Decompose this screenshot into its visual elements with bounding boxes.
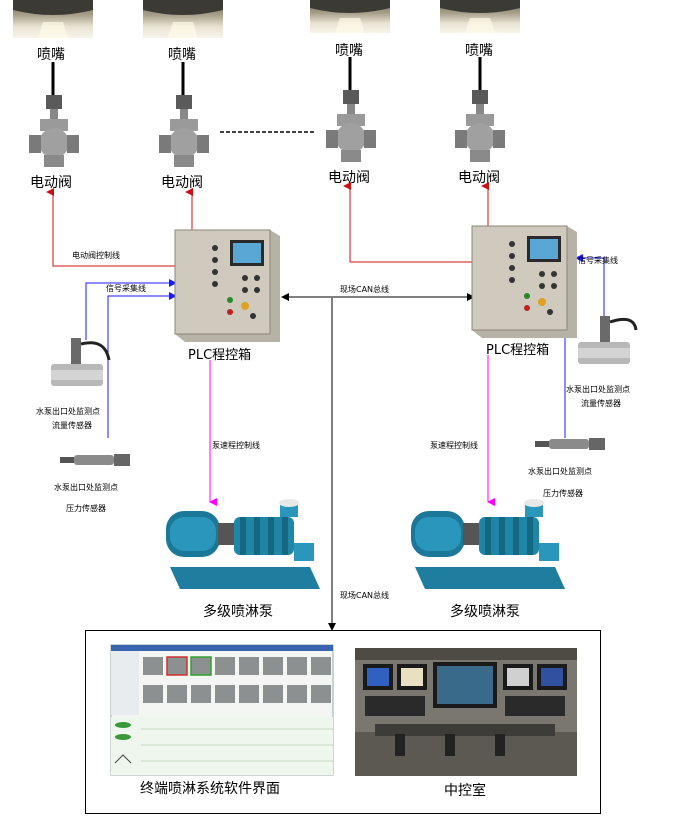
electric-valve-2 <box>159 95 209 167</box>
flow-sensor-left <box>51 338 111 386</box>
plc-control-box-left <box>174 229 280 342</box>
pressure-sensor-left <box>60 454 130 466</box>
software-interface-label: 终端喷淋系统软件界面 <box>140 781 280 797</box>
signal-line-left-pressure <box>107 292 177 438</box>
valve-label-3: 电动阀 <box>328 170 370 186</box>
control-room-photo <box>355 648 577 776</box>
valve-control-line-label-left: 电动阀控制线 <box>72 251 120 260</box>
software-interface-screenshot <box>110 644 334 776</box>
multistage-pump-right <box>411 499 565 589</box>
nozzle-image-3 <box>310 0 390 33</box>
pressure-sensor-left-label-1: 水泵出口处监测点 <box>54 483 118 492</box>
signal-line-left-flow <box>85 279 177 340</box>
nozzle-label-4: 喷嘴 <box>465 43 493 59</box>
nozzle-label-2: 喷嘴 <box>168 47 196 63</box>
nozzle-image-1 <box>13 0 93 38</box>
valve-control-line-right-1 <box>343 182 472 263</box>
signal-line-right-flow <box>575 254 605 320</box>
nozzle-image-4 <box>440 0 520 33</box>
pressure-sensor-right-label-1: 水泵出口处监测点 <box>528 467 592 476</box>
plc-label-right: PLC程控箱 <box>486 343 550 358</box>
plc-control-box-right <box>471 225 577 338</box>
pressure-sensor-right-label-2: 压力传感器 <box>543 489 583 498</box>
flow-sensor-right <box>578 316 638 364</box>
terminal-panel <box>85 630 601 814</box>
multistage-pump-left <box>166 499 320 589</box>
flow-sensor-right-label-2: 流量传感器 <box>581 399 621 408</box>
flow-sensor-right-label-1: 水泵出口处监测点 <box>566 385 630 394</box>
signal-line-label-left: 信号采集线 <box>106 284 146 293</box>
electric-valve-1 <box>29 95 79 167</box>
valve-label-4: 电动阀 <box>458 170 500 186</box>
electric-valve-3 <box>326 90 376 162</box>
pressure-sensor-right <box>535 438 605 450</box>
flow-sensor-left-label-2: 流量传感器 <box>52 421 92 430</box>
pump-label-left: 多级喷淋泵 <box>203 604 273 620</box>
pump-control-label-right: 泵速程控制线 <box>430 441 478 450</box>
valve-label-2: 电动阀 <box>161 175 203 191</box>
pump-label-right: 多级喷淋泵 <box>450 604 520 620</box>
electric-valve-4 <box>455 90 505 162</box>
can-bus-label-top: 现场CAN总线 <box>340 285 390 294</box>
nozzle-label-3: 喷嘴 <box>335 43 363 59</box>
control-room-label: 中控室 <box>444 783 486 799</box>
nozzle-label-1: 喷嘴 <box>37 47 65 63</box>
valve-label-1: 电动阀 <box>30 175 72 191</box>
pressure-sensor-left-label-2: 压力传感器 <box>66 504 106 513</box>
pump-control-label-left: 泵速程控制线 <box>212 441 260 450</box>
can-bus-label-bottom: 现场CAN总线 <box>340 591 390 600</box>
valve-control-line-left-1 <box>46 188 175 267</box>
plc-label-left: PLC程控箱 <box>188 348 252 363</box>
nozzle-image-2 <box>143 0 223 38</box>
signal-line-label-right: 信号采集线 <box>578 256 618 265</box>
flow-sensor-left-label-1: 水泵出口处监测点 <box>36 407 100 416</box>
